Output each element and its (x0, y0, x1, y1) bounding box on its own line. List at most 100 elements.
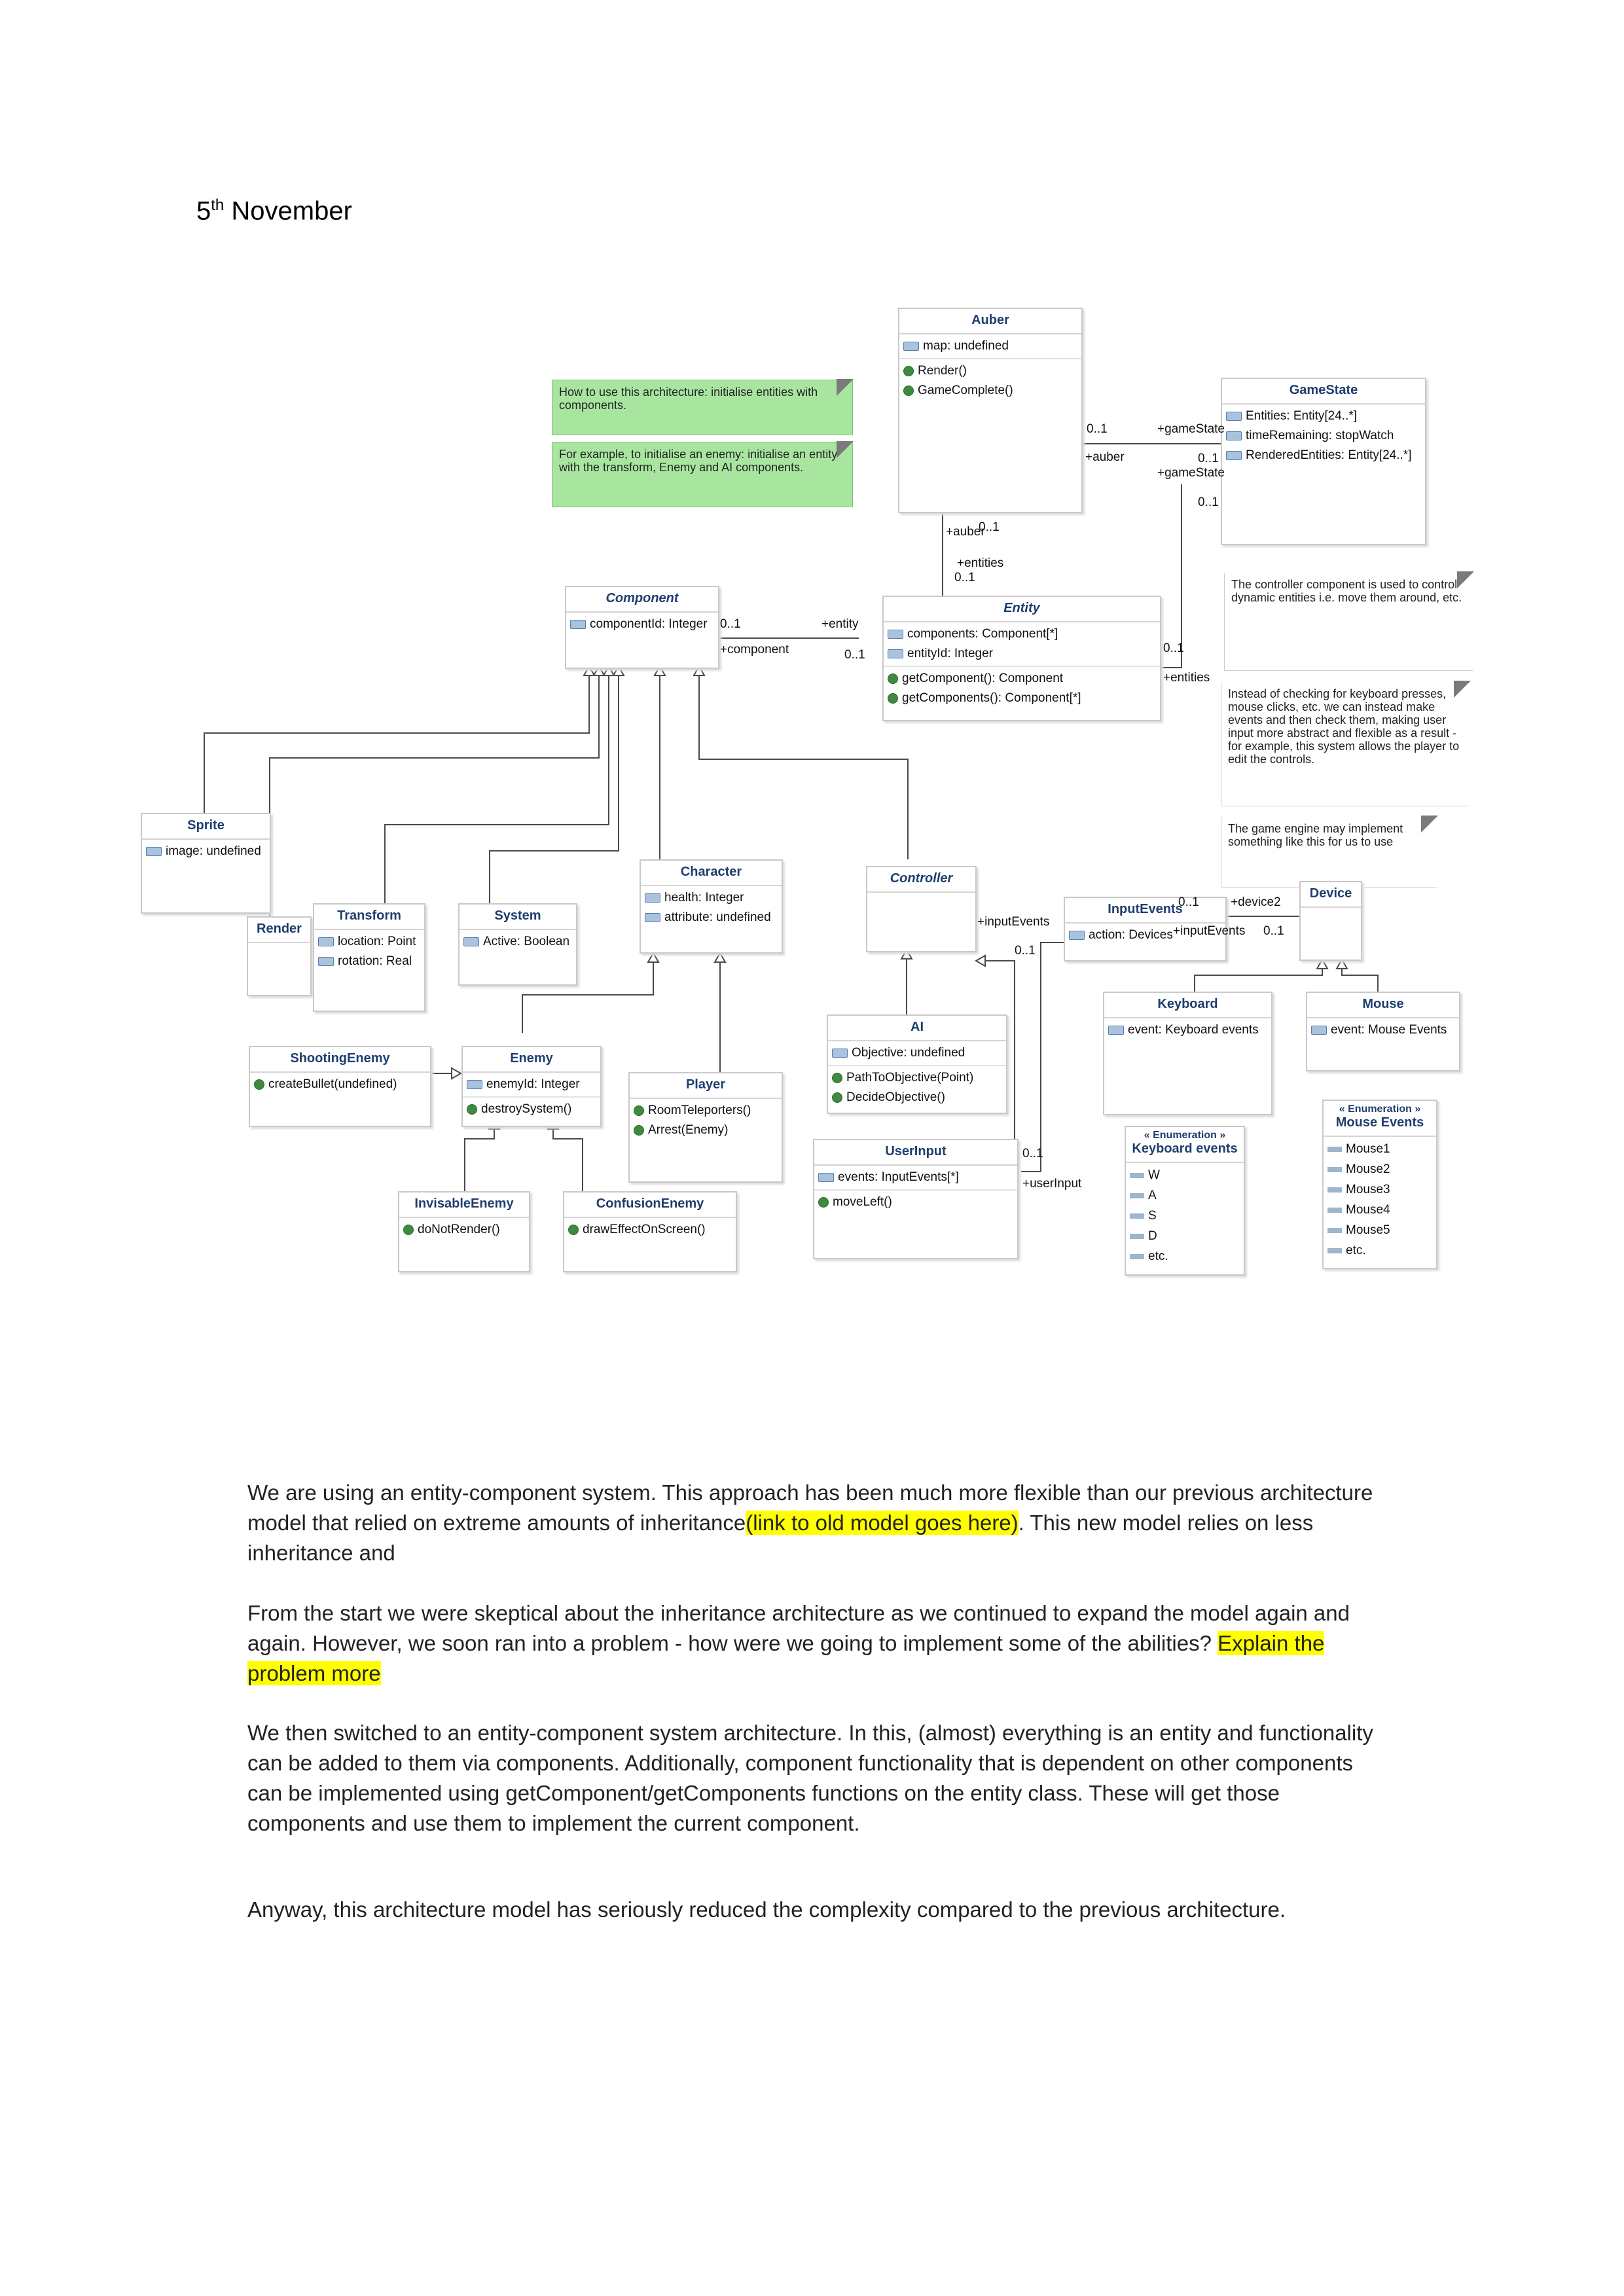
class-character: Character health: Integer attribute: und… (640, 859, 783, 954)
operation-icon (254, 1079, 264, 1090)
operation-icon (888, 692, 898, 704)
date-suffix: th (211, 196, 225, 214)
assoc-label: 0..1 (1163, 641, 1184, 655)
class-ai: AI Objective: undefined PathToObjective(… (827, 1014, 1007, 1114)
attribute-icon (818, 1172, 834, 1182)
attribute-icon (463, 937, 479, 946)
literal-icon (1130, 1253, 1144, 1259)
class-component: Component componentId: Integer (565, 586, 719, 669)
gen-userinput-controller (985, 960, 1015, 1139)
gen-mouse-device (1341, 969, 1379, 992)
paragraph-4: Anyway, this architecture model has seri… (247, 1897, 1286, 1922)
assoc-label: 0..1 (979, 520, 1000, 534)
operation-icon (634, 1105, 644, 1116)
note-controller: The controller component is used to cont… (1224, 571, 1474, 671)
assoc-label: +gameState (1157, 422, 1225, 436)
class-shootingenemy: ShootingEnemy createBullet(undefined) (249, 1046, 431, 1127)
class-name: Render (248, 918, 310, 943)
class-inputevents: InputEvents action: Devices (1064, 897, 1227, 961)
assoc-label: +userInput (1022, 1177, 1082, 1191)
gen-arrowhead (592, 664, 605, 676)
attribute-icon (645, 893, 660, 903)
gen-arrowhead (713, 951, 727, 963)
class-name: Mouse (1307, 993, 1459, 1018)
literal-icon (1327, 1187, 1342, 1193)
assoc-label: +inputEvents (1173, 924, 1246, 938)
uml-class-diagram: How to use this architecture: initialise… (131, 288, 1492, 1296)
literal-icon (1130, 1172, 1144, 1178)
operation-icon (403, 1224, 414, 1235)
attribute-icon (1069, 930, 1085, 940)
assoc-label: +entities (1163, 671, 1210, 685)
assoc-label: 0..1 (720, 617, 741, 631)
assoc-label: 0..1 (1198, 495, 1219, 509)
operation-icon (903, 385, 914, 396)
operation-icon (903, 365, 914, 376)
attribute-icon (903, 341, 919, 351)
class-enemy: Enemy enemyId: Integer destroySystem() (461, 1046, 602, 1127)
operation-icon (888, 673, 898, 684)
class-name: Controller (867, 867, 975, 893)
class-name: AI (828, 1016, 1006, 1041)
literal-icon (1327, 1247, 1342, 1253)
highlight-placeholder-link: (link to old model goes here) (746, 1511, 1019, 1535)
class-name: ConfusionEnemy (564, 1193, 736, 1218)
date-day: 5 (196, 196, 211, 226)
gen-arrowhead (583, 664, 596, 676)
assoc-gamestate-entity (1159, 484, 1182, 668)
attribute-icon (1226, 411, 1242, 421)
operation-icon (634, 1124, 644, 1136)
operation-icon (568, 1224, 579, 1235)
class-name: ShootingEnemy (250, 1047, 430, 1073)
class-name: InvisableEnemy (399, 1193, 529, 1218)
attribute-icon (146, 846, 162, 856)
gen-confusion-enemy (552, 1129, 583, 1191)
note-game-engine: The game engine may implement something … (1221, 816, 1438, 888)
class-device: Device (1299, 881, 1362, 961)
gen-system-component (489, 675, 619, 903)
attribute-icon (888, 649, 903, 658)
literal-icon (1130, 1213, 1144, 1219)
gen-arrowhead (451, 1067, 463, 1080)
class-name: Keyboard (1104, 993, 1271, 1018)
literal-icon (1130, 1233, 1144, 1239)
class-name: GameState (1222, 379, 1425, 404)
class-name: Mouse Events (1324, 1115, 1436, 1137)
attribute-icon (318, 937, 334, 946)
enum-keyboard-events: « Enumeration » Keyboard events W A S D … (1125, 1126, 1245, 1276)
assoc-label: 0..1 (1015, 944, 1036, 958)
attribute-icon (1226, 450, 1242, 460)
gen-enemy-character (522, 962, 654, 1033)
enum-stereotype: « Enumeration » (1339, 1103, 1421, 1115)
gen-arrowhead (1335, 958, 1348, 969)
class-keyboard: Keyboard event: Keyboard events (1103, 992, 1272, 1115)
gen-arrowhead (1316, 958, 1329, 969)
date-month: November (231, 196, 352, 226)
paragraph-2: From the start we were skeptical about t… (247, 1601, 1350, 1685)
class-name: Keyboard events (1126, 1141, 1244, 1163)
attribute-icon (467, 1079, 482, 1089)
operation-icon (832, 1072, 842, 1083)
gen-render-component (269, 675, 600, 916)
assoc-label: 0..1 (1198, 452, 1219, 465)
assoc-label: 0..1 (1022, 1147, 1043, 1160)
class-player: Player RoomTeleporters() Arrest(Enemy) (628, 1072, 783, 1183)
page-date: 5th November (196, 196, 352, 226)
operation-icon (832, 1092, 842, 1103)
assoc-label: +gameState (1157, 466, 1225, 480)
gen-arrowhead (612, 664, 625, 676)
operation-icon (818, 1196, 829, 1208)
assoc-label: 0..1 (1263, 924, 1284, 938)
assoc-label: +entity (821, 617, 859, 631)
class-name: Auber (899, 309, 1081, 334)
gen-arrowhead (653, 664, 666, 676)
class-sprite: Sprite image: undefined (141, 813, 271, 914)
assoc-label: +component (720, 643, 789, 656)
class-render: Render (247, 916, 312, 996)
literal-icon (1130, 1193, 1144, 1198)
assoc-inputevents-userinput (1021, 942, 1116, 1172)
class-name: Character (641, 861, 782, 886)
gen-keyboard-device (1194, 969, 1323, 992)
class-auber: Auber map: undefined Render() GameComple… (898, 308, 1083, 513)
note-usage: How to use this architecture: initialise… (552, 379, 854, 435)
